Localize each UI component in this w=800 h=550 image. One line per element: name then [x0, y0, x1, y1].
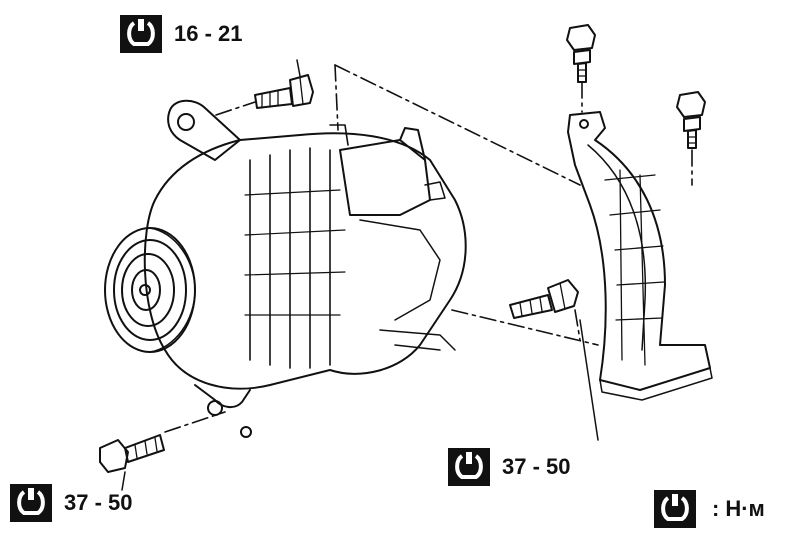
units-legend: : Н·м — [652, 488, 765, 530]
leader-lines — [121, 59, 599, 491]
pulley — [104, 227, 196, 353]
alternator — [143, 99, 467, 438]
bracket-top-bolt — [566, 24, 596, 83]
top-bolt-torque-callout: 16 - 21 — [118, 13, 243, 55]
middle-bolt — [509, 279, 579, 319]
torque-wrench-icon — [448, 448, 490, 486]
top-bolt — [254, 74, 314, 109]
adjusting-bracket — [567, 111, 713, 401]
torque-wrench-icon — [120, 15, 162, 53]
bracket-bolt-torque-value: 37 - 50 — [502, 454, 571, 479]
torque-wrench-icon — [10, 484, 52, 522]
bottom-left-bolt-torque-callout: 37 - 50 — [8, 482, 133, 524]
torque-wrench-icon — [654, 490, 696, 528]
bottom-left-bolt-torque-value: 37 - 50 — [64, 490, 133, 515]
bracket-side-bolt — [676, 91, 706, 149]
legend-unit: Н·м — [725, 496, 765, 521]
alignment-lines — [164, 64, 693, 433]
bracket-bolt-torque-callout: 37 - 50 — [446, 446, 571, 488]
legend-separator: : — [712, 496, 720, 521]
top-bolt-torque-value: 16 - 21 — [174, 21, 243, 46]
bottom-left-bolt — [99, 434, 165, 473]
